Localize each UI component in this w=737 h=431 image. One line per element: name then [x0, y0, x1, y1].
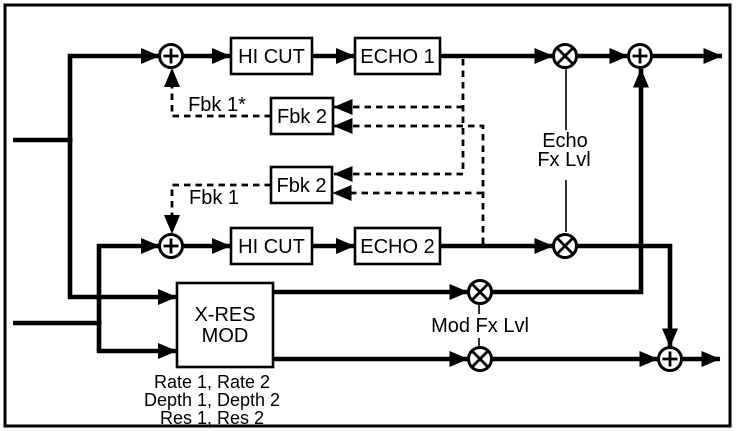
- fbk2-upper-box: [269, 96, 335, 136]
- mod-params-line1: Rate 1, Rate 2: [154, 372, 270, 392]
- echo1-label: ECHO 1: [360, 46, 434, 68]
- level-connector-lines: [478, 68, 567, 346]
- mod-params-line3: Res 1, Res 2: [160, 408, 264, 428]
- fbk1-star-label: Fbk 1*: [188, 94, 246, 116]
- hicut2-label: HI CUT: [238, 236, 305, 258]
- fbk2-lower-box: [269, 165, 334, 205]
- hicut2-box: [229, 226, 314, 266]
- hicut1-label: HI CUT: [238, 46, 305, 68]
- blocks: [175, 36, 442, 369]
- multiply-icon: [555, 236, 575, 256]
- multiply-icon: [555, 46, 575, 66]
- plus-icon: [632, 48, 648, 64]
- echo-fx-lvl-label-line2: Fx Lvl: [537, 149, 590, 171]
- fbk1-label: Fbk 1: [189, 187, 239, 209]
- feedback-lines: [164, 59, 485, 244]
- hicut1-box: [229, 36, 314, 76]
- echo2-box: [353, 226, 442, 266]
- echo-fx-lvl-label-line1: Echo: [542, 130, 588, 152]
- fbk2-lower-label: Fbk 2: [276, 175, 326, 197]
- echo2-feedback-tap-line: [333, 118, 485, 244]
- xres-mod-box: [175, 281, 275, 369]
- plus-icon: [163, 238, 179, 254]
- multiply-icon: [470, 282, 490, 302]
- fbk1-return-line: [164, 183, 271, 234]
- mod-params-line2: Depth 1, Depth 2: [144, 390, 280, 410]
- fbk2-upper-label: Fbk 2: [277, 106, 327, 128]
- mod-upper-to-sum-line: [491, 68, 649, 295]
- diagram-border: [3, 3, 732, 428]
- labels: HI CUT ECHO 1 HI CUT ECHO 2 Fbk 2 Fbk 2 …: [144, 46, 591, 428]
- echo1-feedback-tap-line: [333, 59, 465, 182]
- signal-lines: [13, 48, 723, 367]
- xres-mod-label-line2: MOD: [202, 325, 249, 347]
- xres-mod-label-line1: X-RES: [194, 304, 255, 326]
- nodes: [158, 43, 683, 372]
- plus-icon: [163, 48, 179, 64]
- fbk1-star-return-line: [164, 68, 271, 118]
- input1-bus-line: [67, 48, 160, 297]
- echo2-label: ECHO 2: [360, 236, 434, 258]
- multiply-icon: [470, 349, 490, 369]
- echo1-box: [353, 36, 442, 76]
- input2-bus-line: [96, 238, 160, 351]
- echo2-mult-to-sum-line: [576, 243, 678, 348]
- mod-fx-lvl-label: Mod Fx Lvl: [431, 315, 529, 337]
- plus-icon: [662, 351, 678, 367]
